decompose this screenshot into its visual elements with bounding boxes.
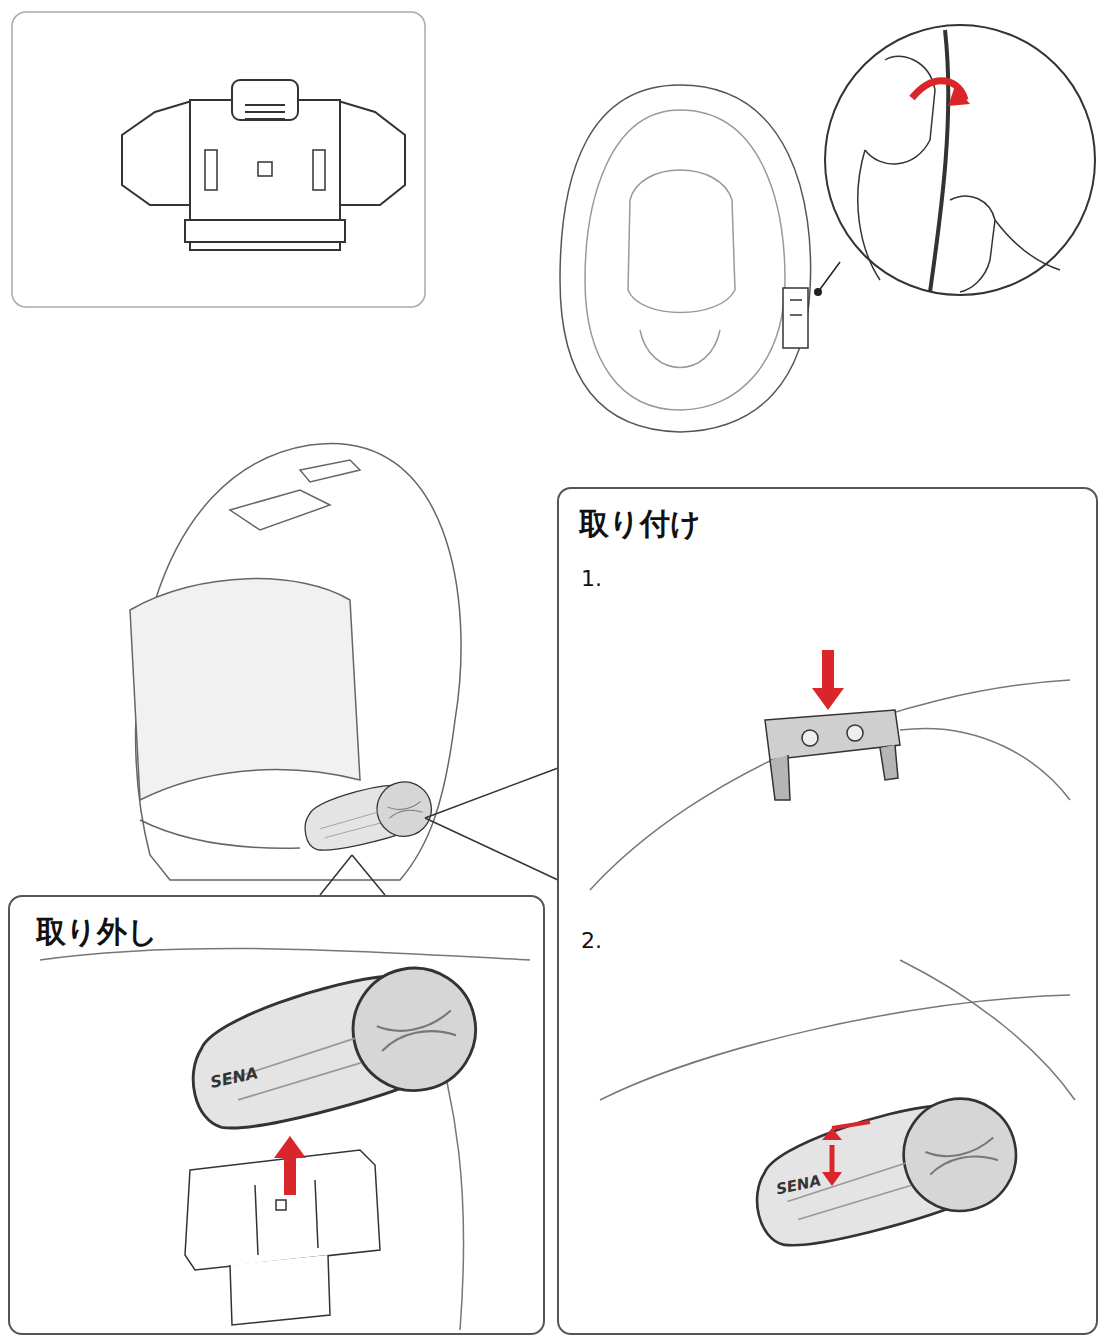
- panel-box: 取り外し: [8, 895, 545, 1335]
- mount-plate-box: [12, 12, 425, 307]
- step-number: 1.: [581, 567, 602, 591]
- helmet-outer-view: [130, 443, 558, 895]
- panel-box: 取り付け 1. 2.: [557, 487, 1098, 1335]
- brand-label: SENA: [775, 1171, 823, 1198]
- step2-attach: [600, 960, 1075, 1254]
- removal-illustration: [40, 948, 530, 1330]
- step-number: 2.: [581, 929, 602, 953]
- panel-heading: 取り外し: [36, 915, 158, 948]
- step1-clamp: [590, 650, 1070, 890]
- panel-heading: 取り付け: [579, 507, 701, 540]
- helmet-inner-view: [560, 25, 1095, 432]
- brand-label: SENA: [209, 1063, 260, 1092]
